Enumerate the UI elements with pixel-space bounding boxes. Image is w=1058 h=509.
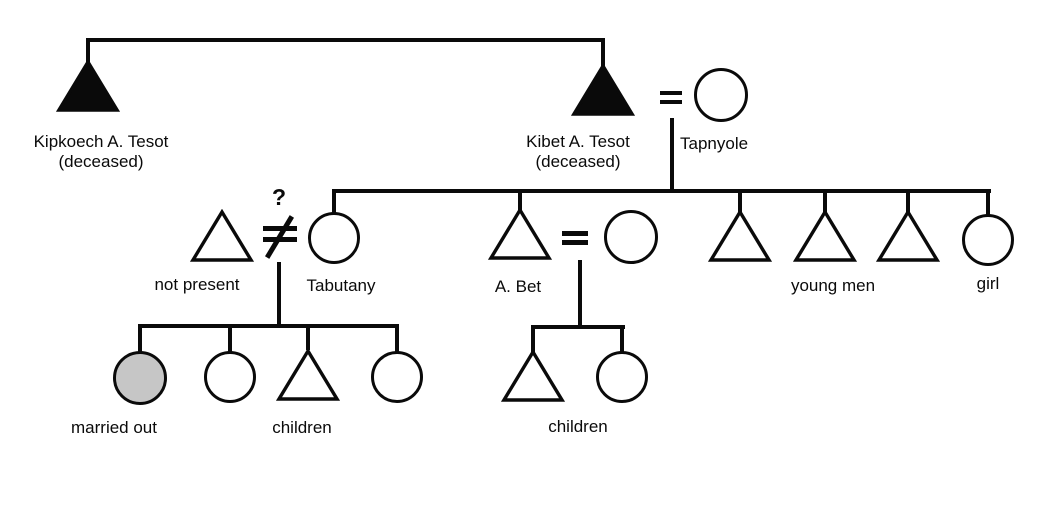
label-tapnyole: Tapnyole xyxy=(680,134,749,153)
male-triangle-a-bet xyxy=(488,207,552,260)
deceased-male-triangle-kipkoech xyxy=(56,59,120,112)
equals-top-bar xyxy=(562,231,588,236)
equals-bottom-bar xyxy=(660,100,682,104)
label-girl: girl xyxy=(976,274,1000,293)
drop-line-married-out xyxy=(138,324,142,353)
male-triangle-young-man-3 xyxy=(876,209,940,262)
sibling-line-gen2 xyxy=(332,189,991,193)
label-a-bet-children: children xyxy=(548,417,608,436)
sibling-line-tabutany-children xyxy=(138,324,399,328)
kipkoech-name: Kipkoech A. Tesot xyxy=(33,132,169,151)
descent-stub-kipkoech xyxy=(86,38,90,64)
male-triangle-young-man-1 xyxy=(708,209,772,262)
label-not-present: not present xyxy=(154,275,240,294)
female-circle-married-out xyxy=(113,351,167,405)
female-circle-tabutany-daughter xyxy=(204,351,256,403)
label-married-out: married out xyxy=(71,418,157,437)
not-equal-top-bar xyxy=(263,226,297,231)
drop-line-a-bet-son xyxy=(531,325,535,352)
drop-line-tabutany xyxy=(332,189,336,215)
marriage-equals-kibet-tapnyole xyxy=(660,91,682,105)
male-triangle-tabutany-son xyxy=(276,348,340,401)
drop-line-young-man-1 xyxy=(738,189,742,213)
descent-line-tabutany-union xyxy=(277,262,281,327)
label-young-men: young men xyxy=(790,276,876,295)
female-circle-girl xyxy=(962,214,1014,266)
drop-line-young-man-3 xyxy=(906,189,910,213)
female-circle-a-bet-daughter xyxy=(596,351,648,403)
male-triangle-a-bet-son xyxy=(501,349,565,402)
kibet-name: Kibet A. Tesot xyxy=(526,132,630,151)
drop-line-tabutany-daughter-2 xyxy=(395,324,399,353)
drop-line-girl xyxy=(986,189,990,217)
equals-top-bar xyxy=(660,91,682,95)
female-circle-tabutany xyxy=(308,212,360,264)
drop-line-tabutany-daughter xyxy=(228,324,232,353)
female-circle-a-bet-wife xyxy=(604,210,658,264)
male-triangle-not-present xyxy=(190,209,254,262)
kipkoech-status: (deceased) xyxy=(58,152,144,171)
female-circle-tapnyole xyxy=(694,68,748,122)
drop-line-a-bet-daughter xyxy=(620,325,624,353)
kibet-status: (deceased) xyxy=(535,152,621,171)
deceased-male-triangle-kibet xyxy=(571,63,635,116)
crossed-union-not-equal-sign xyxy=(262,215,298,261)
sibling-line-gen1 xyxy=(86,38,605,42)
descent-stub-kibet xyxy=(601,38,605,68)
question-mark: ? xyxy=(271,184,287,210)
drop-line-tabutany-son xyxy=(306,324,310,350)
descent-line-kibet-tapnyole xyxy=(670,118,674,192)
marriage-equals-a-bet xyxy=(562,231,588,245)
sibling-line-a-bet-children xyxy=(531,325,625,329)
drop-line-a-bet xyxy=(518,189,522,211)
label-kibet: Kibet A. Tesot (deceased) xyxy=(488,132,668,172)
label-a-bet: A. Bet xyxy=(494,277,542,296)
label-tabutany: Tabutany xyxy=(306,276,376,295)
label-tabutany-children: children xyxy=(272,418,332,437)
equals-bottom-bar xyxy=(562,240,588,245)
female-circle-tabutany-daughter-2 xyxy=(371,351,423,403)
drop-line-young-man-2 xyxy=(823,189,827,213)
male-triangle-young-man-2 xyxy=(793,209,857,262)
descent-line-a-bet-union xyxy=(578,260,582,328)
label-kipkoech: Kipkoech A. Tesot (deceased) xyxy=(11,132,191,172)
